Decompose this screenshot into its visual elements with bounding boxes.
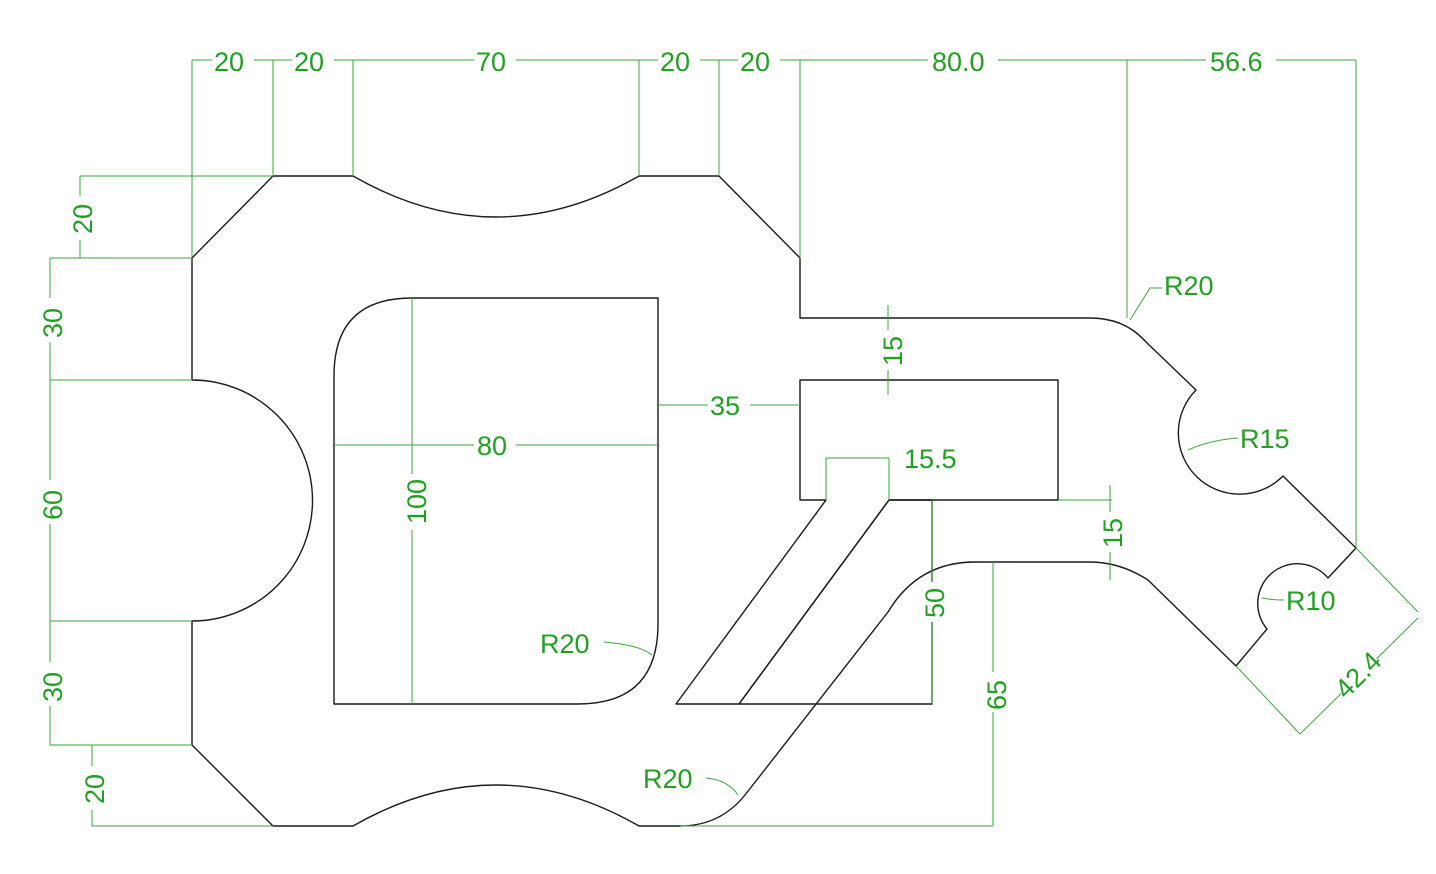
- slot-stem: [738, 499, 890, 705]
- dim-top-2: 20: [294, 47, 324, 77]
- radius-notch-small: R10: [1286, 586, 1336, 616]
- dim-depth-50: 50: [920, 588, 950, 618]
- dim-slot-right: 15: [1098, 518, 1128, 548]
- dim-left-3: 60: [38, 490, 68, 520]
- dim-left-4: 30: [38, 672, 68, 702]
- radius-top-right: R20: [1164, 271, 1214, 301]
- dim-top-6: 80.0: [932, 47, 985, 77]
- pocket-leg: [739, 500, 933, 705]
- dim-left-2: 30: [38, 308, 68, 338]
- dim-top-3: 70: [476, 47, 506, 77]
- dim-top-4: 20: [660, 47, 690, 77]
- radius-bottom-curve: R20: [643, 764, 693, 794]
- dim-left-5: 20: [80, 774, 110, 804]
- outer-contour: [191, 175, 1357, 827]
- dimension-labels: 20 20 70 20 20 80.0 56.6 20 30 60 30 20 …: [36, 44, 1387, 810]
- inner-pocket: [333, 297, 659, 705]
- dim-gap: 35: [710, 391, 740, 421]
- dim-diagonal: 42.4: [1329, 646, 1387, 704]
- dim-top-5: 20: [740, 47, 770, 77]
- dim-slot-top: 15: [878, 336, 908, 366]
- dim-inner-height: 100: [402, 479, 432, 524]
- radius-notch-large: R15: [1240, 424, 1290, 454]
- radius-inner-corner: R20: [540, 629, 590, 659]
- dim-depth-65: 65: [982, 680, 1012, 710]
- dim-top-1: 20: [214, 47, 244, 77]
- dim-top-7: 56.6: [1210, 47, 1263, 77]
- dim-left-1: 20: [68, 204, 98, 234]
- dimension-lines: [49, 59, 1419, 827]
- dim-inner-width: 80: [477, 431, 507, 461]
- dim-slot-width: 15.5: [904, 444, 957, 474]
- inner-slot: [675, 379, 1059, 705]
